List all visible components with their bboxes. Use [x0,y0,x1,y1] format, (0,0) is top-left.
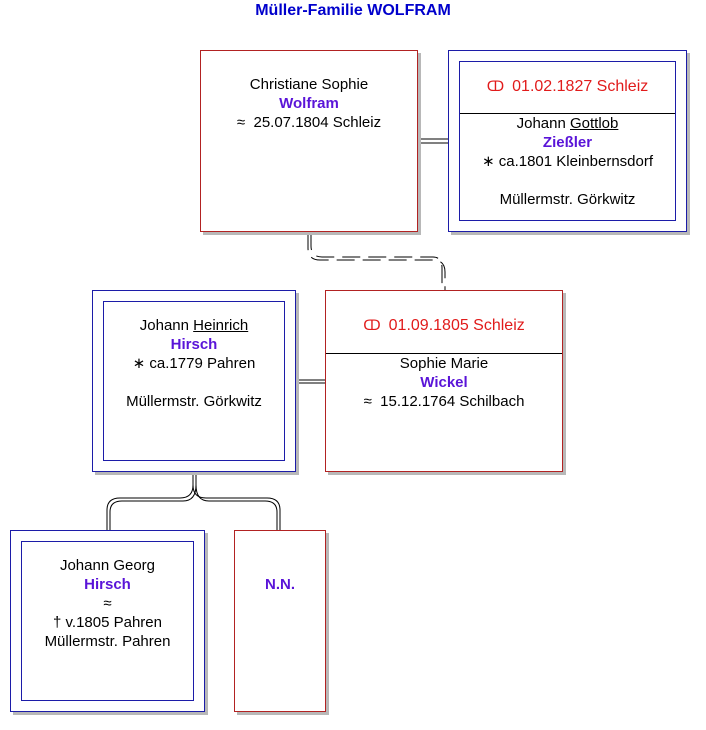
given-first: Johann [139,317,189,334]
inner-frame: ↀ 01.02.1827 Schleiz Johann Gottlob Zießl… [459,61,676,221]
person-box-georg[interactable]: Johann Georg Hirsch ≈ † v.1805 Pahren Mü… [10,530,205,712]
surname: Hirsch [170,336,218,353]
birth-line: ∗ ca.1801 Kleinbernsdorf [460,152,675,171]
marriage-header: ↀ 01.02.1827 Schleiz [460,62,675,114]
child-connector-right-inner [195,472,278,530]
inner-frame: Johann Heinrich Hirsch ∗ ca.1779 Pahren … [103,301,285,461]
death-line: † v.1805 Pahren [22,613,193,632]
wedding-rings-icon: ↀ [363,317,381,333]
marriage-date: 01.09.1805 Schleiz [388,317,525,334]
birth-symbol: ∗ [481,153,495,170]
parent-connector-dashed-outer [307,232,446,290]
surname: Zießler [542,134,593,151]
surname: Wolfram [279,95,339,112]
given-call: Gottlob [570,115,619,132]
person-box-gottlob[interactable]: ↀ 01.02.1827 Schleiz Johann Gottlob Zießl… [448,50,687,232]
occupation: Müllermstr. Pahren [44,633,171,650]
given-call: Heinrich [193,317,249,334]
occupation: Müllermstr. Görkwitz [126,393,262,410]
page-title: Müller-Familie WOLFRAM [255,2,451,19]
birth-line: ≈ 15.12.1764 Schilbach [326,392,562,411]
birth-symbol: ∗ [132,355,146,372]
child-connector-right-outer [192,472,281,530]
given-name: Johann Georg [59,557,156,574]
person-box-heinrich[interactable]: Johann Heinrich Hirsch ∗ ca.1779 Pahren … [92,290,296,472]
parent-connector-dashed-inner [310,232,443,290]
birth-date: 25.07.1804 Schleiz [253,114,382,131]
baptism-symbol: ≈ [363,393,372,410]
birth-date: ca.1779 Pahren [149,355,256,372]
birth-line: ∗ ca.1779 Pahren [104,354,284,373]
given-name: Johann Gottlob [460,114,675,133]
child-connector-left-outer [106,472,194,530]
person-box-nn[interactable]: N.N. [234,530,326,712]
child-connector-left-inner [109,472,197,530]
death-date: v.1805 Pahren [65,614,162,631]
given-name: Christiane Sophie [249,76,369,93]
surname: Hirsch [84,576,131,593]
wedding-rings-icon: ↀ [486,78,505,94]
marriage-header: ↀ 01.09.1805 Schleiz [326,291,562,354]
cross-icon: † [53,614,62,631]
person-box-christiane[interactable]: Christiane Sophie Wolfram ≈ 25.07.1804 S… [200,50,418,232]
birth-line: ≈ 25.07.1804 Schleiz [201,113,417,132]
unknown-name: N.N. [265,576,295,593]
inner-frame: Johann Georg Hirsch ≈ † v.1805 Pahren Mü… [21,541,194,701]
birth-date: ca.1801 Kleinbernsdorf [498,153,654,170]
birth-date: 15.12.1764 Schilbach [380,393,525,410]
given-first: Johann [516,115,566,132]
baptism-symbol: ≈ [103,595,112,612]
occupation: Müllermstr. Görkwitz [499,191,636,208]
marriage-date: 01.02.1827 Schleiz [512,78,649,95]
surname: Wickel [420,374,468,391]
baptism-symbol: ≈ [236,114,246,131]
given-name: Johann Heinrich [104,316,284,335]
given-name: Sophie Marie [399,355,489,372]
